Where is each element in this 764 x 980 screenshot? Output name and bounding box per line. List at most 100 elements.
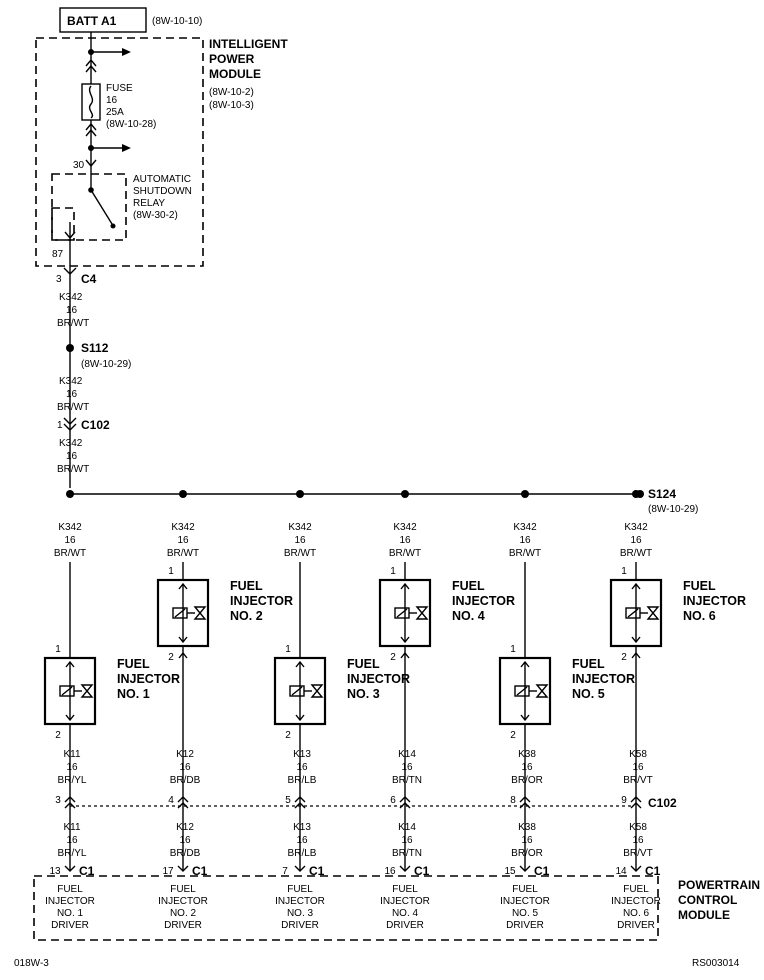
pcm-driver-5-line-1: FUEL bbox=[512, 884, 538, 895]
relay-contact-dot bbox=[110, 223, 116, 229]
pcm-label-1: POWERTRAIN bbox=[678, 878, 760, 892]
feed-wire-color-4: BR/WT bbox=[389, 548, 421, 559]
feed-wire-code-6: K342 bbox=[624, 522, 648, 533]
injector-3-pin-2: 2 bbox=[285, 730, 291, 741]
driver-wire-gauge-2: 16 bbox=[179, 762, 191, 773]
driver-wire-color-2: BR/DB bbox=[170, 775, 201, 786]
valve-icon bbox=[193, 606, 207, 620]
pcm-driver-6-line-4: DRIVER bbox=[617, 920, 655, 931]
injector-4-label-2: INJECTOR bbox=[452, 594, 515, 608]
wire-k342-code: K342 bbox=[59, 438, 83, 449]
driver-wire-color-3: BR/LB bbox=[288, 775, 317, 786]
driver-wire-code-lower-1: K11 bbox=[63, 822, 80, 833]
footer-code-right: RS003014 bbox=[692, 958, 740, 969]
driver-wire-code-lower-5: K38 bbox=[518, 822, 536, 833]
chevron-down-icon bbox=[295, 714, 305, 722]
relay-label-3: RELAY bbox=[133, 198, 165, 209]
fuse-ref: (8W-10-28) bbox=[106, 119, 156, 130]
s124-label: S124 bbox=[648, 487, 676, 501]
injector-2-pin-1: 1 bbox=[168, 566, 174, 577]
feed-wire-code-1: K342 bbox=[58, 522, 82, 533]
valve-icon bbox=[646, 606, 660, 620]
ipm-ref-2: (8W-10-3) bbox=[209, 100, 254, 111]
s112-label: S112 bbox=[81, 341, 109, 355]
footer-code-left: 018W-3 bbox=[14, 958, 49, 969]
c102-pin-3: 5 bbox=[285, 795, 291, 806]
pcm-driver-3-line-1: FUEL bbox=[287, 884, 313, 895]
driver-wire-color-5: BR/OR bbox=[511, 775, 543, 786]
pcm-driver-5-line-2: INJECTOR bbox=[500, 896, 550, 907]
chevron-up-icon bbox=[400, 582, 410, 590]
batt-label: BATT A1 bbox=[67, 14, 117, 28]
injector-6-label-1: FUEL bbox=[683, 579, 716, 593]
driver-wire-gauge-6: 16 bbox=[632, 762, 644, 773]
driver-wire-code-lower-2: K12 bbox=[176, 822, 194, 833]
driver-wire-color-lower-5: BR/OR bbox=[511, 848, 543, 859]
c102-pin-6: 9 bbox=[621, 795, 627, 806]
feed-wire-code-5: K342 bbox=[513, 522, 537, 533]
c1-label-6: C1 bbox=[645, 864, 661, 878]
connector-icon bbox=[294, 796, 306, 809]
injector-6-label-2: INJECTOR bbox=[683, 594, 746, 608]
c1-label-4: C1 bbox=[414, 864, 430, 878]
c4-pin: 3 bbox=[56, 274, 62, 285]
injector-5-label-2: INJECTOR bbox=[572, 672, 635, 686]
injector-3-label-2: INJECTOR bbox=[347, 672, 410, 686]
s112-ref: (8W-10-29) bbox=[81, 359, 131, 370]
pcm-driver-5-line-4: DRIVER bbox=[506, 920, 544, 931]
solenoid-coil-icon bbox=[291, 686, 303, 696]
relay-label-1: AUTOMATIC bbox=[133, 174, 191, 185]
splice-s124 bbox=[636, 490, 644, 498]
c1-pin-6: 14 bbox=[615, 866, 627, 877]
ipm-label-1: INTELLIGENT bbox=[209, 37, 288, 51]
c1-label-3: C1 bbox=[309, 864, 325, 878]
c102-top-pin: 1 bbox=[57, 420, 63, 431]
chevron-down-icon bbox=[65, 714, 75, 722]
injector-2-label-2: INJECTOR bbox=[230, 594, 293, 608]
driver-wire-gauge-lower-2: 16 bbox=[179, 835, 191, 846]
feed-wire-code-3: K342 bbox=[288, 522, 312, 533]
splice-dot-2 bbox=[179, 490, 187, 498]
pcm-driver-4-line-3: NO. 4 bbox=[392, 908, 419, 919]
wire-k342-code: K342 bbox=[59, 376, 83, 387]
injector-5-pin-1: 1 bbox=[510, 644, 516, 655]
chevron-down-icon bbox=[400, 636, 410, 644]
relay-ref: (8W-30-2) bbox=[133, 210, 178, 221]
feed-wire-code-2: K342 bbox=[171, 522, 195, 533]
feed-wire-gauge-1: 16 bbox=[64, 535, 76, 546]
injector-5-label-3: NO. 5 bbox=[572, 687, 605, 701]
splice-s112 bbox=[66, 344, 74, 352]
connector-icon bbox=[630, 796, 642, 809]
chevron-up-icon bbox=[65, 660, 75, 668]
ipm-ref-1: (8W-10-2) bbox=[209, 87, 254, 98]
driver-wire-gauge-lower-6: 16 bbox=[632, 835, 644, 846]
driver-wire-code-lower-4: K14 bbox=[398, 822, 416, 833]
chevron-up-icon bbox=[631, 651, 641, 659]
injector-4-pin-2: 2 bbox=[390, 652, 396, 663]
connector-icon bbox=[85, 159, 97, 168]
driver-wire-color-lower-6: BR/VT bbox=[623, 848, 652, 859]
splice-dot-1 bbox=[66, 490, 74, 498]
injector-3-label-3: NO. 3 bbox=[347, 687, 380, 701]
relay-pin-30: 30 bbox=[73, 160, 85, 171]
feed-wire-gauge-5: 16 bbox=[519, 535, 531, 546]
driver-wire-gauge-lower-5: 16 bbox=[521, 835, 533, 846]
c1-pin-5: 15 bbox=[504, 866, 516, 877]
driver-wire-color-4: BR/TN bbox=[392, 775, 422, 786]
pcm-driver-1-line-1: FUEL bbox=[57, 884, 83, 895]
connector-icon bbox=[64, 796, 76, 809]
injector-1-label-2: INJECTOR bbox=[117, 672, 180, 686]
pcm-driver-5-line-3: NO. 5 bbox=[512, 908, 539, 919]
chevron-up-icon bbox=[400, 651, 410, 659]
feed-wire-color-3: BR/WT bbox=[284, 548, 316, 559]
connector-icon bbox=[85, 58, 97, 73]
c102-pin-4: 6 bbox=[390, 795, 396, 806]
connector-icon bbox=[294, 865, 306, 872]
connector-icon bbox=[85, 122, 97, 137]
valve-icon bbox=[80, 684, 94, 698]
chevron-down-icon bbox=[520, 714, 530, 722]
injector-4-label-3: NO. 4 bbox=[452, 609, 485, 623]
splice-dot-5 bbox=[521, 490, 529, 498]
